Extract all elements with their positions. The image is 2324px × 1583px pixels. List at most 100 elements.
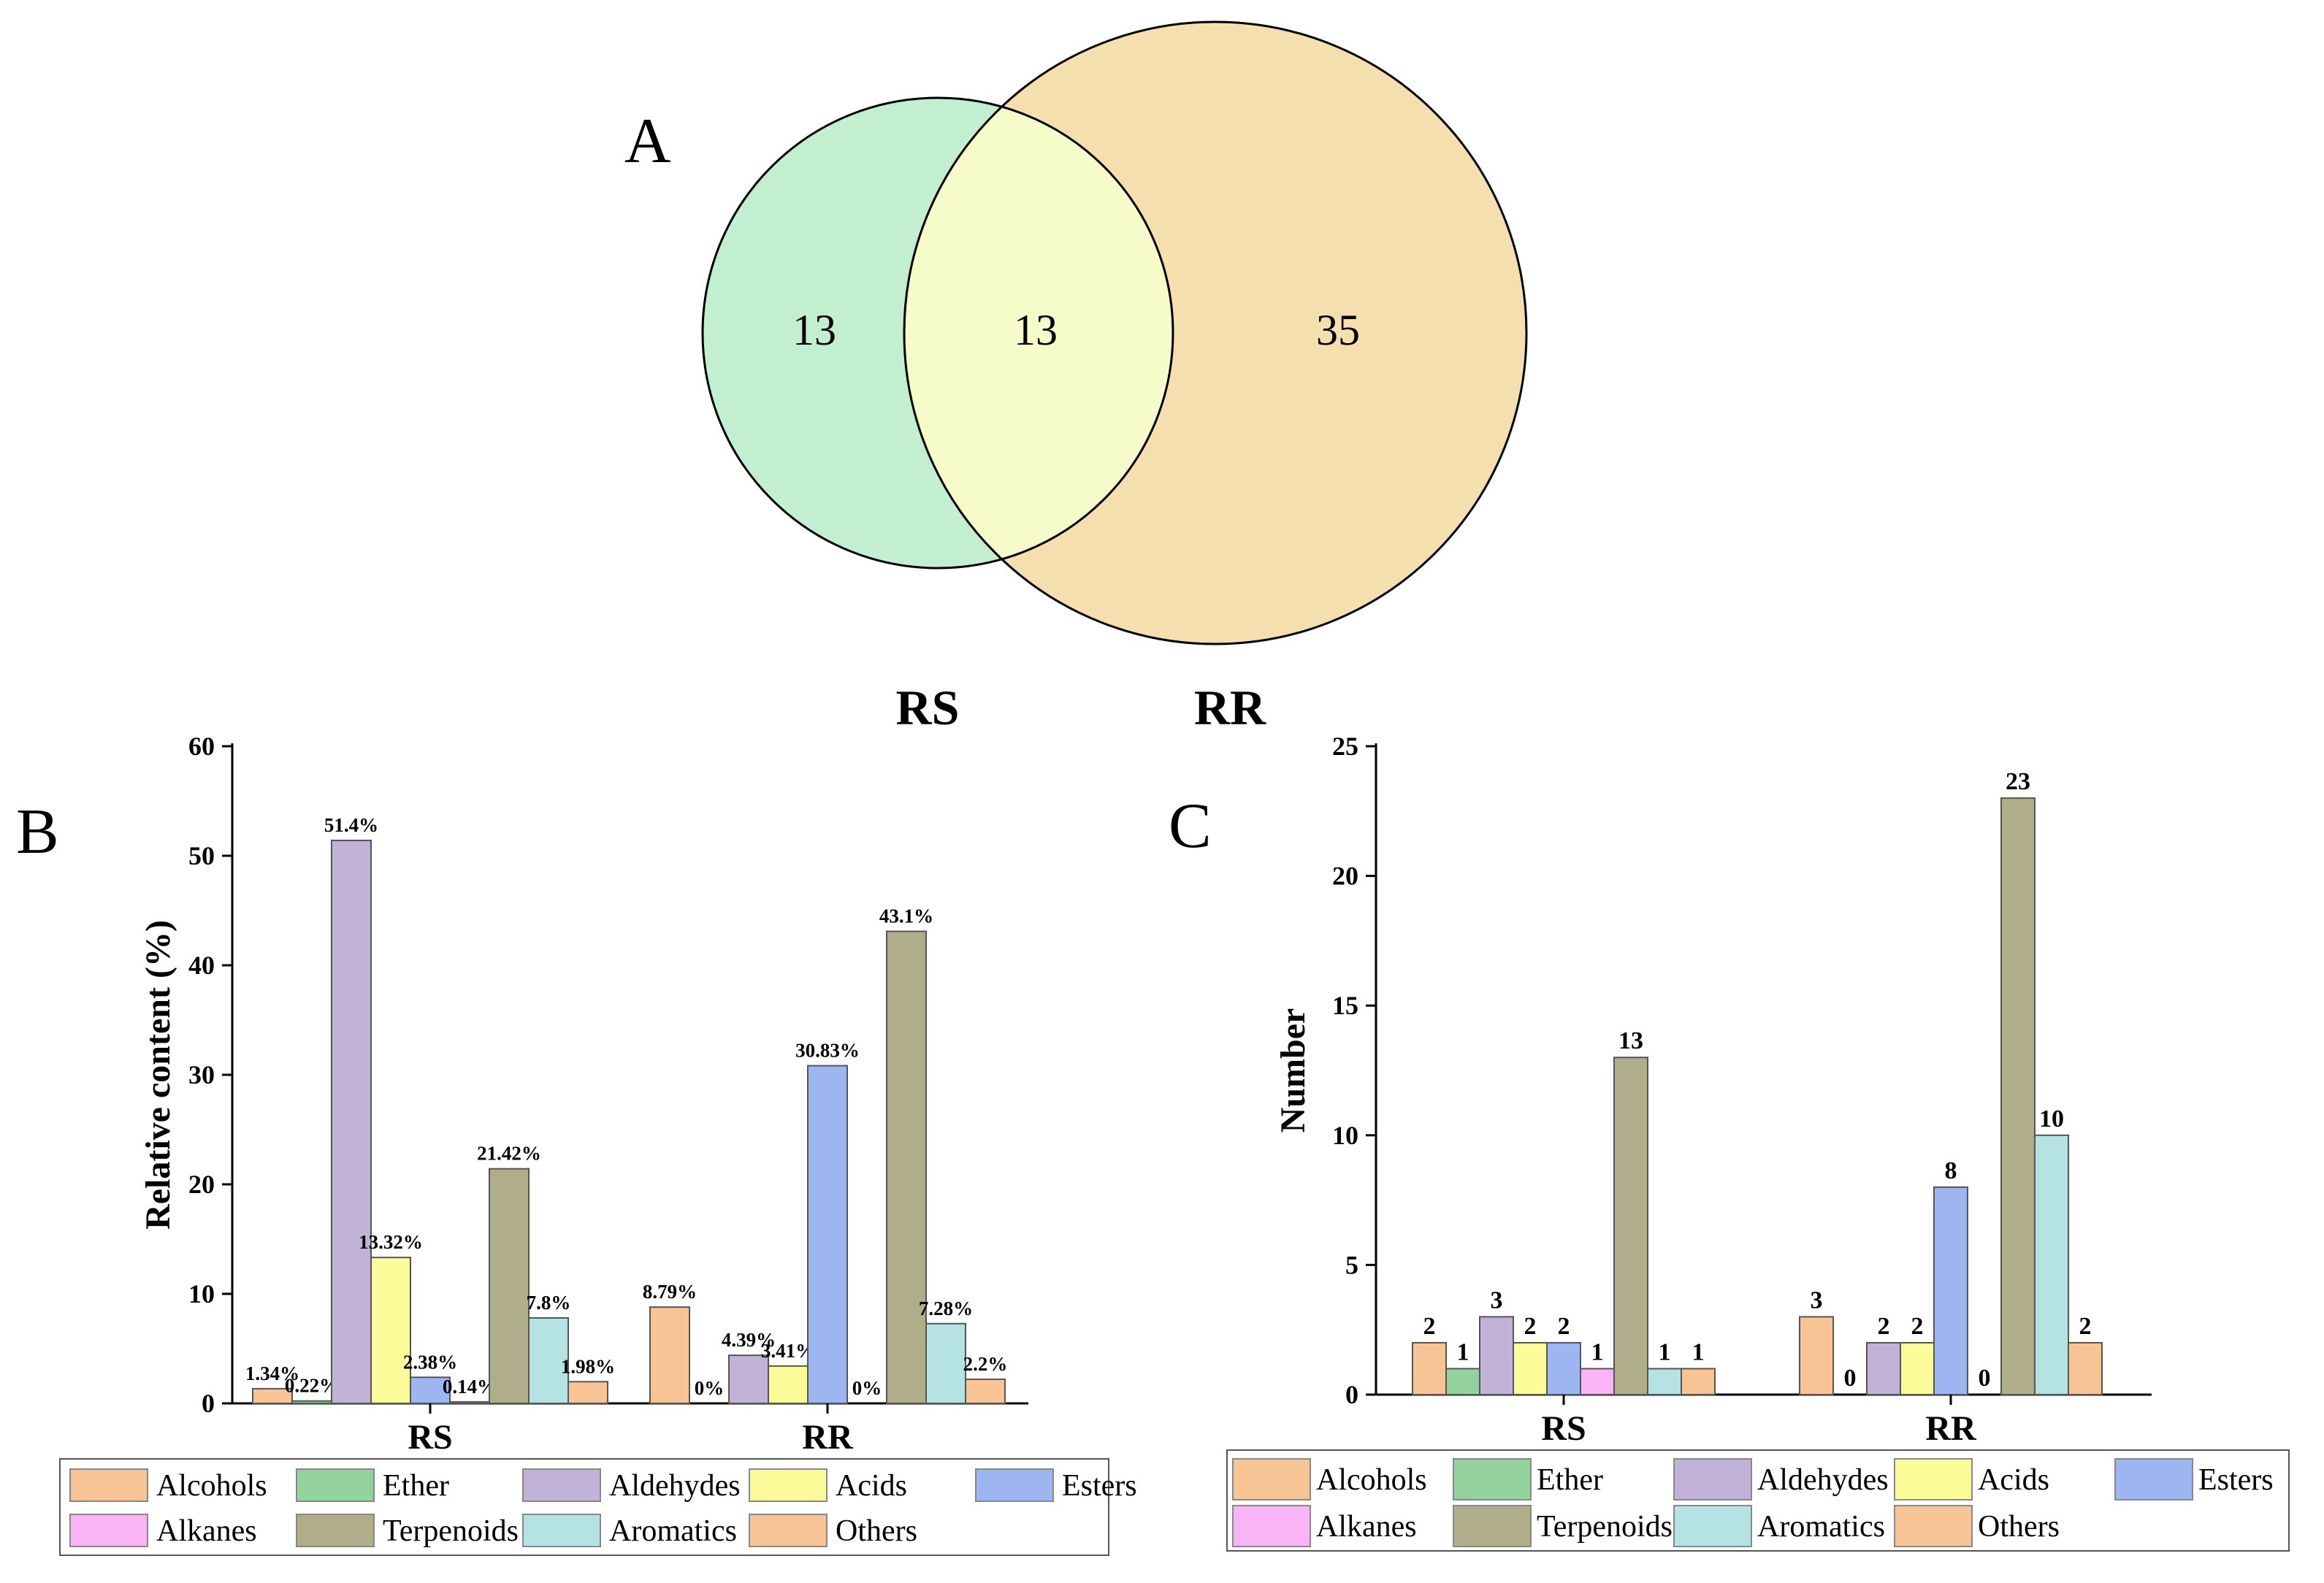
panel-c-bar-acids-rs — [1513, 1341, 1548, 1395]
panel-c-bar-esters-rr — [1933, 1186, 1968, 1395]
panel-c-y-tick-label: 25 — [1332, 732, 1358, 761]
panel-c-y-tick-label: 5 — [1345, 1250, 1358, 1279]
panel-c-legend-label-alcohols: Alcohols — [1316, 1463, 1427, 1497]
panel-b-data-label-aldehydes-rs: 51.4% — [324, 814, 378, 836]
panel-b-legend-label-others: Others — [836, 1514, 917, 1548]
panel-c-legend-swatch-others — [1894, 1505, 1973, 1547]
panel-c-legend-label-aromatics: Aromatics — [1757, 1510, 1885, 1544]
panel-b-legend-swatch-alkanes — [69, 1514, 148, 1547]
panel-c-legend-label-terpenoids: Terpenoids — [1537, 1510, 1673, 1544]
panel-c-legend-label-aldehydes: Aldehydes — [1757, 1463, 1889, 1497]
panel-b-bar-others-rr — [965, 1379, 1006, 1404]
panel-c-data-label-esters-rs: 2 — [1558, 1313, 1570, 1340]
panel-b-legend-label-terpenoids: Terpenoids — [383, 1514, 519, 1548]
panel-b-bar-others-rs — [567, 1381, 608, 1405]
panel-b-legend-label-aldehydes: Aldehydes — [609, 1469, 741, 1503]
panel-b-y-tick-label: 50 — [188, 841, 215, 870]
panel-b-legend-swatch-terpenoids — [296, 1514, 375, 1547]
panel-c-data-label-others-rr: 2 — [2079, 1313, 2092, 1340]
panel-c-panel-letter: C — [1169, 791, 1212, 862]
venn-set-label-rs: RS — [896, 680, 960, 735]
panel-c-data-label-acids-rs: 2 — [1524, 1313, 1537, 1340]
panel-c-data-label-alkanes-rs: 1 — [1591, 1338, 1604, 1365]
panel-b-legend-label-acids: Acids — [836, 1469, 907, 1503]
panel-c-data-label-aromatics-rr: 10 — [2039, 1105, 2064, 1132]
panel-b-data-label-esters-rs: 2.38% — [403, 1351, 457, 1373]
panel-c-y-tick-label: 15 — [1332, 991, 1358, 1020]
panel-b-legend-label-aromatics: Aromatics — [609, 1514, 737, 1548]
panel-c-y-axis-title: Number — [1274, 1008, 1312, 1133]
panel-c-x-tick-label-rs: RS — [1541, 1409, 1586, 1448]
panel-c-legend-swatch-aldehydes — [1673, 1458, 1752, 1500]
panel-b-y-tick-label: 20 — [188, 1170, 215, 1199]
panel-b-bar-aromatics-rr — [925, 1322, 966, 1405]
panel-c-data-label-aldehydes-rs: 3 — [1491, 1287, 1503, 1314]
panel-c-data-label-aldehydes-rr: 2 — [1878, 1313, 1890, 1340]
panel-b-data-label-ether-rr: 0% — [695, 1377, 725, 1399]
panel-b-bar-terpenoids-rs — [489, 1168, 530, 1404]
panel-c-bar-esters-rs — [1546, 1341, 1581, 1395]
panel-c-bar-aldehydes-rs — [1479, 1316, 1514, 1395]
panel-c-bar-alcohols-rs — [1412, 1341, 1447, 1395]
panel-c-bar-aromatics-rs — [1647, 1368, 1682, 1395]
venn-count-both: 13 — [1014, 306, 1058, 354]
panel-b-data-label-others-rr: 2.2% — [963, 1353, 1008, 1375]
panel-b-bar-acids-rs — [370, 1257, 411, 1404]
panel-c-legend-swatch-ether — [1453, 1458, 1532, 1500]
panel-b-bar-esters-rr — [807, 1065, 848, 1405]
panel-c-y-tick-label: 20 — [1332, 862, 1358, 891]
panel-b-data-label-alcohols-rr: 8.79% — [643, 1281, 697, 1303]
venn-circle-rr-outline — [903, 20, 1528, 645]
venn-circle-rs-outline — [701, 96, 1174, 570]
panel-c-data-label-aromatics-rs: 1 — [1659, 1338, 1671, 1365]
panel-c-bar-others-rs — [1681, 1368, 1716, 1395]
panel-b-data-label-acids-rs: 13.32% — [359, 1231, 423, 1253]
panel-b-legend-swatch-ether — [296, 1468, 375, 1502]
panel-b-bar-alcohols-rr — [649, 1306, 690, 1405]
panel-b-data-label-terpenoids-rs: 21.42% — [477, 1143, 541, 1165]
panel-c-data-label-esters-rr: 8 — [1945, 1157, 1957, 1184]
panel-letter-a: A — [624, 106, 671, 177]
panel-b-y-tick-label: 40 — [188, 951, 215, 980]
panel-b-legend-label-alcohols: Alcohols — [156, 1469, 267, 1503]
panel-c-bar-acids-rr — [1900, 1341, 1935, 1395]
panel-c-legend-swatch-esters — [2114, 1458, 2193, 1500]
panel-b-y-tick-label: 60 — [188, 732, 215, 761]
panel-c-legend-swatch-terpenoids — [1453, 1505, 1532, 1547]
panel-b-bar-terpenoids-rr — [886, 930, 927, 1404]
panel-b-bar-aldehydes-rr — [728, 1354, 769, 1405]
panel-b-bar-acids-rr — [768, 1365, 809, 1404]
venn-overlap — [904, 98, 1173, 568]
panel-c-x-tick-label-rr: RR — [1925, 1409, 1977, 1448]
panel-c-data-label-others-rs: 1 — [1692, 1338, 1705, 1365]
panel-c-bar-alcohols-rr — [1799, 1316, 1834, 1395]
panel-b-data-label-aromatics-rr: 7.28% — [919, 1298, 973, 1319]
panel-b-legend-swatch-esters — [975, 1468, 1054, 1502]
panel-b-x-tick-label-rs: RS — [408, 1418, 452, 1457]
panel-c-bar-terpenoids-rr — [2000, 797, 2036, 1396]
panel-b-legend-swatch-acids — [749, 1468, 827, 1502]
panel-b-data-label-acids-rr: 3.41% — [761, 1340, 815, 1362]
panel-c-data-label-ether-rs: 1 — [1457, 1338, 1469, 1365]
panel-c-legend-swatch-aromatics — [1673, 1505, 1752, 1547]
panel-b-bar-aromatics-rs — [528, 1317, 569, 1404]
panel-c-y-tick-label: 0 — [1345, 1380, 1358, 1409]
panel-c-bar-aldehydes-rr — [1866, 1341, 1901, 1395]
panel-b-data-label-others-rs: 1.98% — [561, 1355, 615, 1377]
panel-b-bar-alcohols-rs — [252, 1387, 293, 1405]
panel-b-y-tick-label: 0 — [202, 1389, 215, 1418]
panel-c-bar-others-rr — [2068, 1341, 2103, 1395]
panel-c-legend-label-esters: Esters — [2198, 1463, 2274, 1497]
venn-set-label-rr: RR — [1194, 680, 1266, 735]
panel-b-legend-label-esters: Esters — [1062, 1469, 1137, 1503]
panel-b-bar-aldehydes-rs — [331, 840, 372, 1404]
panel-b-legend-swatch-aldehydes — [522, 1468, 601, 1502]
panel-b-bar-alkanes-rs — [449, 1400, 490, 1405]
panel-c-legend-swatch-alcohols — [1232, 1458, 1311, 1500]
